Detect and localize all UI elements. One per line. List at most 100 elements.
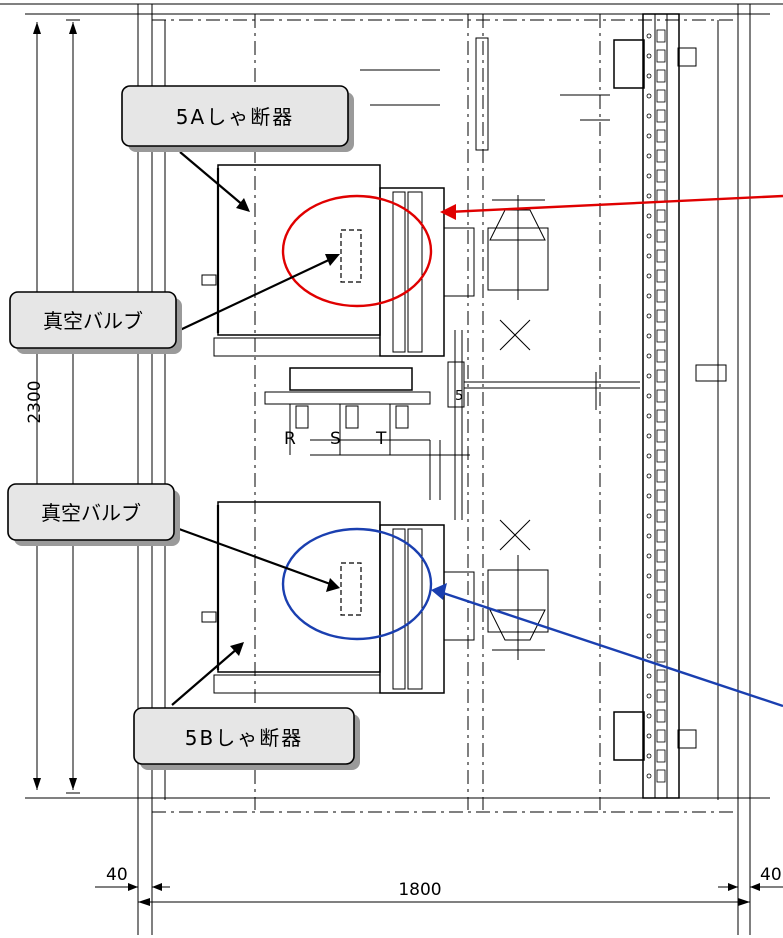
rail-hole: [656, 489, 666, 503]
rail-bolt: [646, 553, 652, 559]
busbar-assembly: [264, 330, 640, 520]
rail-hole: [656, 389, 666, 403]
phase-label-t: T: [375, 429, 387, 449]
rail-bolt: [646, 233, 652, 239]
rail-bolt: [646, 213, 652, 219]
leader-arrow-valve-top: [179, 254, 340, 331]
breaker-5a-body: [201, 164, 475, 357]
rail-hole: [656, 229, 666, 243]
rail-bolt: [646, 433, 652, 439]
rail-hole: [656, 209, 666, 223]
phase-label-s: S: [330, 429, 341, 449]
rail-bolt: [646, 493, 652, 499]
rail-hole: [656, 449, 666, 463]
rail-bolt: [646, 713, 652, 719]
rail-hole: [656, 509, 666, 523]
dimension-right-offset: 40: [718, 865, 783, 891]
rail-holes: [646, 29, 666, 783]
rail-bolt: [646, 53, 652, 59]
rail-bolt: [646, 773, 652, 779]
rail-hole: [656, 349, 666, 363]
rail-hole: [656, 769, 666, 783]
rail-bolt: [646, 733, 652, 739]
highlight-circle-top: [281, 194, 433, 308]
rail-hole: [656, 89, 666, 103]
rail-bolt: [646, 293, 652, 299]
rail-hole: [656, 709, 666, 723]
insulator-lower: [487, 519, 549, 660]
rail-hole: [656, 29, 666, 43]
rail-hole: [656, 289, 666, 303]
highlight-circle-bottom: [281, 527, 433, 641]
rail-hole: [656, 689, 666, 703]
rail-bolt: [646, 573, 652, 579]
rail-bolt: [646, 113, 652, 119]
rail-bolt: [646, 313, 652, 319]
rail-hole: [656, 329, 666, 343]
rail-bolt: [646, 613, 652, 619]
breaker-5b-body: [201, 501, 475, 694]
insulator-upper: [487, 195, 549, 351]
dimension-width-label: 1800: [398, 880, 441, 900]
rail-bolt: [646, 93, 652, 99]
dimension-left-offset: 40: [95, 865, 170, 891]
rail-hole: [656, 129, 666, 143]
dimension-width: 1800: [137, 880, 751, 935]
callout-valve-bottom-label: 真空バルブ: [41, 501, 141, 525]
leader-arrow-5a: [179, 151, 250, 212]
rail-hole: [656, 749, 666, 763]
rail-bolt: [646, 133, 652, 139]
callout-valve-top: 真空バルブ: [9, 291, 182, 354]
rail-bolt: [646, 253, 652, 259]
rail-hole: [656, 589, 666, 603]
rail-hole: [656, 669, 666, 683]
callout-valve-bottom: 真空バルブ: [7, 483, 180, 546]
rail-bolt: [646, 413, 652, 419]
rail-hole: [656, 569, 666, 583]
rail-hole: [656, 429, 666, 443]
rail-hole: [656, 189, 666, 203]
rail-hole: [656, 149, 666, 163]
enclosure-outline: [25, 4, 770, 935]
vacuum-valve-top: [340, 229, 362, 283]
rail-hole: [656, 369, 666, 383]
dimension-height-label: 2300: [25, 380, 45, 423]
rail-bolt: [646, 353, 652, 359]
rail-hole: [656, 69, 666, 83]
rail-bolt: [646, 173, 652, 179]
rail-hole: [656, 729, 666, 743]
rail-hole: [656, 309, 666, 323]
rail-bolt: [646, 633, 652, 639]
rail-bolt: [646, 533, 652, 539]
rail-hole: [656, 109, 666, 123]
rail-hole: [656, 169, 666, 183]
small-gap-label: 5: [455, 389, 463, 404]
rail-hole: [656, 469, 666, 483]
rail-bolt: [646, 593, 652, 599]
rail-bolt: [646, 373, 652, 379]
vacuum-valve-bottom: [340, 562, 362, 616]
rail-bolt: [646, 693, 652, 699]
rail-bolt: [646, 473, 652, 479]
blue-pointer-arrow: [431, 583, 783, 708]
rail-bolt: [646, 333, 652, 339]
dimension-left-offset-label: 40: [106, 865, 128, 885]
rail-bolt: [646, 753, 652, 759]
callout-5b-label: 5Bしゃ断器: [185, 726, 303, 750]
dimension-right-offset-label: 40: [760, 865, 782, 885]
rail-bolt: [646, 193, 652, 199]
rail-bolt: [646, 393, 652, 399]
red-pointer-arrow: [440, 194, 783, 220]
callout-valve-top-label: 真空バルブ: [43, 309, 143, 333]
rail-bolt: [646, 673, 652, 679]
rail-hole: [656, 609, 666, 623]
dimension-height: 2300: [25, 19, 80, 794]
rail-hole: [656, 549, 666, 563]
rail-bolt: [646, 453, 652, 459]
upper-detail-lines: [360, 37, 610, 151]
rail-bolt: [646, 273, 652, 279]
callout-5b: 5Bしゃ断器: [133, 707, 360, 770]
rail-bolt: [646, 73, 652, 79]
rail-hole: [656, 49, 666, 63]
